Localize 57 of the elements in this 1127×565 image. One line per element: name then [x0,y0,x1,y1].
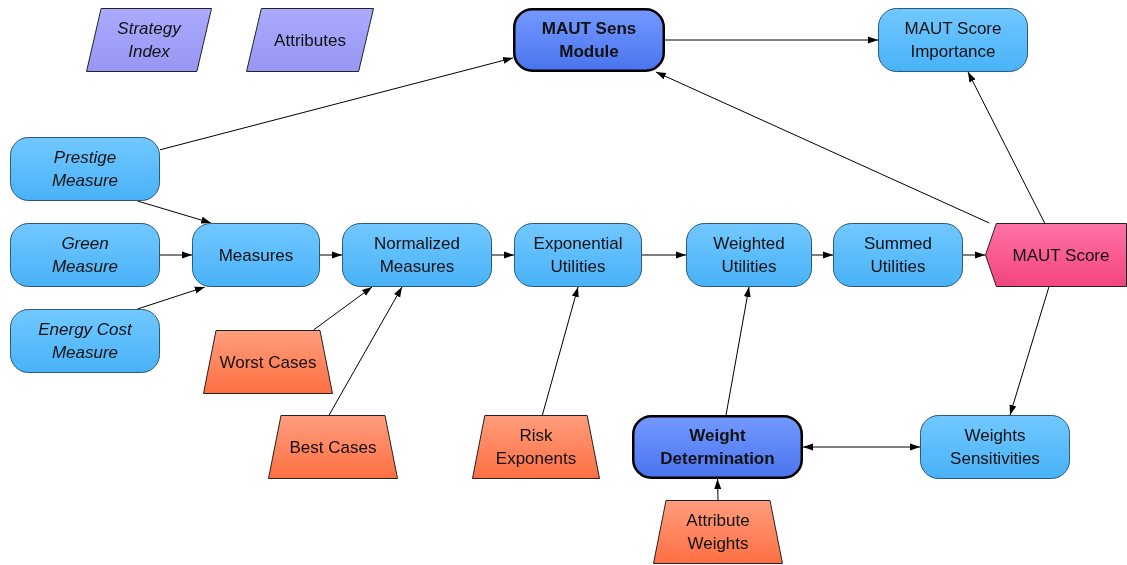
arrow [319,251,343,259]
index-node [246,8,374,72]
variable-node [192,223,320,287]
arrow [655,71,990,224]
variable-node [342,223,492,287]
arrow [967,71,1046,224]
node-label: MAUT Score [1011,244,1110,267]
node-label: Prestige Measure [50,147,120,192]
node-label: Normalized Measures [373,233,461,278]
variable-node [833,223,963,287]
node-label: Worst Cases [219,351,317,374]
arrow [491,251,515,259]
arrow [159,251,193,259]
node-label: Green Measure [50,233,120,278]
input-node [268,415,398,479]
variable-node [10,309,160,373]
node-label: Weight Determination [659,425,776,470]
arrow [714,478,722,501]
node-label: Weighted Utilities [712,233,786,278]
arrow [328,286,403,416]
arrow [725,286,751,416]
input-node [203,330,333,394]
node-label: Strategy Index [116,18,183,63]
index-node [86,8,212,72]
module-node [632,415,803,479]
arrow [962,251,986,259]
node-label: Weights Sensitivities [949,425,1041,470]
node-label: Risk Exponents [494,425,578,470]
node-label: Summed Utilities [863,233,933,278]
arrow [137,286,206,310]
variable-node [10,137,160,201]
arrow [137,200,212,224]
node-label: Energy Cost Measure [37,319,134,364]
arrow [541,286,579,416]
arrow [811,251,834,259]
node-label: Attributes [274,29,346,52]
objective-node [985,223,1127,287]
arrow [313,286,373,331]
arrow [159,57,514,151]
variable-node [514,223,642,287]
arrow [1009,286,1050,416]
node-label: Exponential Utilities [532,233,624,278]
variable-node [10,223,160,287]
node-label: MAUT Sens Module [540,18,638,63]
arrow [664,36,879,44]
variable-node [920,415,1070,479]
input-node [472,415,600,479]
node-label: Attribute Weights [685,510,751,555]
node-label: Measures [218,244,294,267]
input-node [653,500,783,564]
variable-node [686,223,812,287]
arrow [802,443,921,451]
arrow [641,251,687,259]
variable-node [878,8,1028,72]
node-label: Best Cases [289,436,377,459]
module-node [513,8,665,72]
node-label: MAUT Score Importance [903,18,1003,63]
